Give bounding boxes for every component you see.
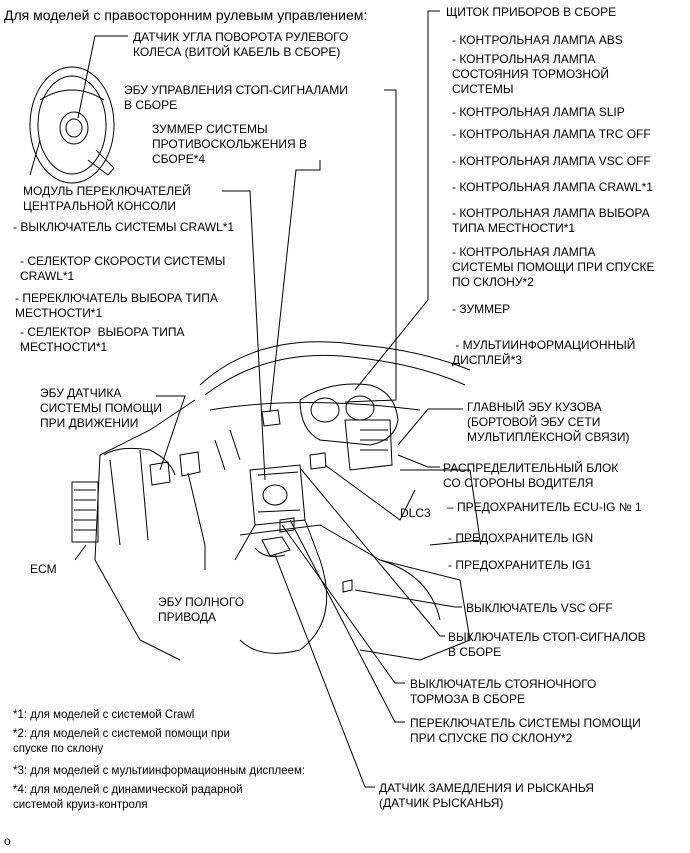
label-stop-lamp-switch: ВЫКЛЮЧАТЕЛЬ СТОП-СИГНАЛОВ В СБОРЕ [448, 630, 646, 659]
label-terrain-selector: - СЕЛЕКТОР ВЫБОРА ТИПА МЕСТНОСТИ*1 [20, 325, 185, 354]
footnote-2: *2: для моделей с системой помощи при сп… [13, 728, 230, 755]
dashboard-drawing [71, 341, 481, 661]
label-combination-meter: ЩИТОК ПРИБОРОВ В СБОРЕ [446, 5, 617, 19]
label-lamp-slip: - КОНТРОЛЬНАЯ ЛАМПА SLIP [452, 105, 625, 119]
label-main-body-ecu: ГЛАВНЫЙ ЭБУ КУЗОВА (БОРТОВОЙ ЭБУ СЕТИ МУ… [467, 400, 630, 444]
label-lamp-terrain: - КОНТРОЛЬНАЯ ЛАМПА ВЫБОРА ТИПА МЕСТНОСТ… [452, 206, 650, 235]
label-crawl-speed-selector: - СЕЛЕКТОР СКОРОСТИ СИСТЕМЫ CRAWL*1 [20, 254, 226, 283]
label-stop-lamp-ecu: ЭБУ УПРАВЛЕНИЯ СТОП-СИГНАЛАМИ В СБОРЕ [124, 83, 348, 112]
label-lamp-hill-descent: - КОНТРОЛЬНАЯ ЛАМПА СИСТЕМЫ ПОМОЩИ ПРИ С… [452, 245, 655, 289]
label-ecm: ECM [30, 562, 57, 576]
steering-wheel-drawing [29, 66, 115, 184]
label-vsc-off-switch: ВЫКЛЮЧАТЕЛЬ VSC OFF [466, 601, 613, 615]
label-steering-angle-sensor: ДАТЧИК УГЛА ПОВОРОТА РУЛЕВОГО КОЛЕСА (ВИ… [133, 30, 349, 59]
label-lamp-brake: - КОНТРОЛЬНАЯ ЛАМПА СОСТОЯНИЯ ТОРМОЗНОЙ … [452, 52, 610, 96]
label-lamp-trc-off: - КОНТРОЛЬНАЯ ЛАМПА TRC OFF [452, 127, 651, 141]
label-buzzer: - ЗУММЕР [452, 302, 511, 316]
footnote-3: *3: для моделей с мультиинформационным д… [13, 765, 306, 777]
label-assist-sensor-ecu: ЭБУ ДАТЧИКА СИСТЕМЫ ПОМОЩИ ПРИ ДВИЖЕНИИ [40, 386, 163, 430]
footnote-1: *1: для моделей с системой Crawl [13, 709, 195, 721]
label-antiskid-buzzer: ЗУММЕР СИСТЕМЫ ПРОТИВОСКОЛЬЖЕНИЯ В СБОРЕ… [152, 122, 308, 166]
label-junction-block: РАСПРЕДЕЛИТЕЛЬНЫЙ БЛОК СО СТОРОНЫ ВОДИТЕ… [443, 461, 619, 490]
label-lamp-vsc-off: - КОНТРОЛЬНАЯ ЛАМПА VSC OFF [452, 154, 651, 168]
label-fuse-ecu-ig: – ПРЕДОХРАНИТЕЛЬ ECU-IG № 1 [447, 500, 642, 514]
label-lamp-abs: - КОНТРОЛЬНАЯ ЛАМПА ABS [452, 33, 623, 47]
footnote-4: *4: для моделей с динамической радарной … [13, 784, 243, 811]
label-dlc3: DLC3 [400, 506, 431, 520]
label-yaw-rate-sensor: ДАТЧИК ЗАМЕДЛЕНИЯ И РЫСКАНЬЯ (ДАТЧИК РЫС… [379, 781, 594, 810]
label-fuse-ign: - ПРЕДОХРАНИТЕЛЬ IGN [448, 531, 594, 545]
label-lamp-crawl: - КОНТРОЛЬНАЯ ЛАМПА CRAWL*1 [452, 180, 653, 194]
label-parking-brake-switch: ВЫКЛЮЧАТЕЛЬ СТОЯНОЧНОГО ТОРМОЗА В СБОРЕ [410, 677, 597, 706]
label-center-console-module: МОДУЛЬ ПЕРЕКЛЮЧАТЕЛЕЙ ЦЕНТРАЛЬНОЙ КОНСОЛ… [23, 184, 191, 213]
label-hill-descent-switch: ПЕРЕКЛЮЧАТЕЛЬ СИСТЕМЫ ПОМОЩИ ПРИ СПУСКЕ … [410, 716, 641, 745]
label-multi-info-display: - МУЛЬТИИНФОРМАЦИОННЫЙ ДИСПЛЕЙ*3 [452, 338, 636, 367]
page-title: Для моделей с правосторонним рулевым упр… [4, 7, 368, 23]
label-awd-ecu: ЭБУ ПОЛНОГО ПРИВОДА [158, 595, 245, 624]
label-terrain-switch: - ПЕРЕКЛЮЧАТЕЛЬ ВЫБОРА ТИПА МЕСТНОСТИ*1 [15, 291, 218, 320]
leader-lines [74, 10, 463, 788]
label-fuse-ig1: - ПРЕДОХРАНИТЕЛЬ IG1 [448, 558, 592, 572]
figure-code: o [4, 834, 11, 848]
label-crawl-switch: - ВЫКЛЮЧАТЕЛЬ СИСТЕМЫ CRAWL*1 [13, 220, 235, 234]
